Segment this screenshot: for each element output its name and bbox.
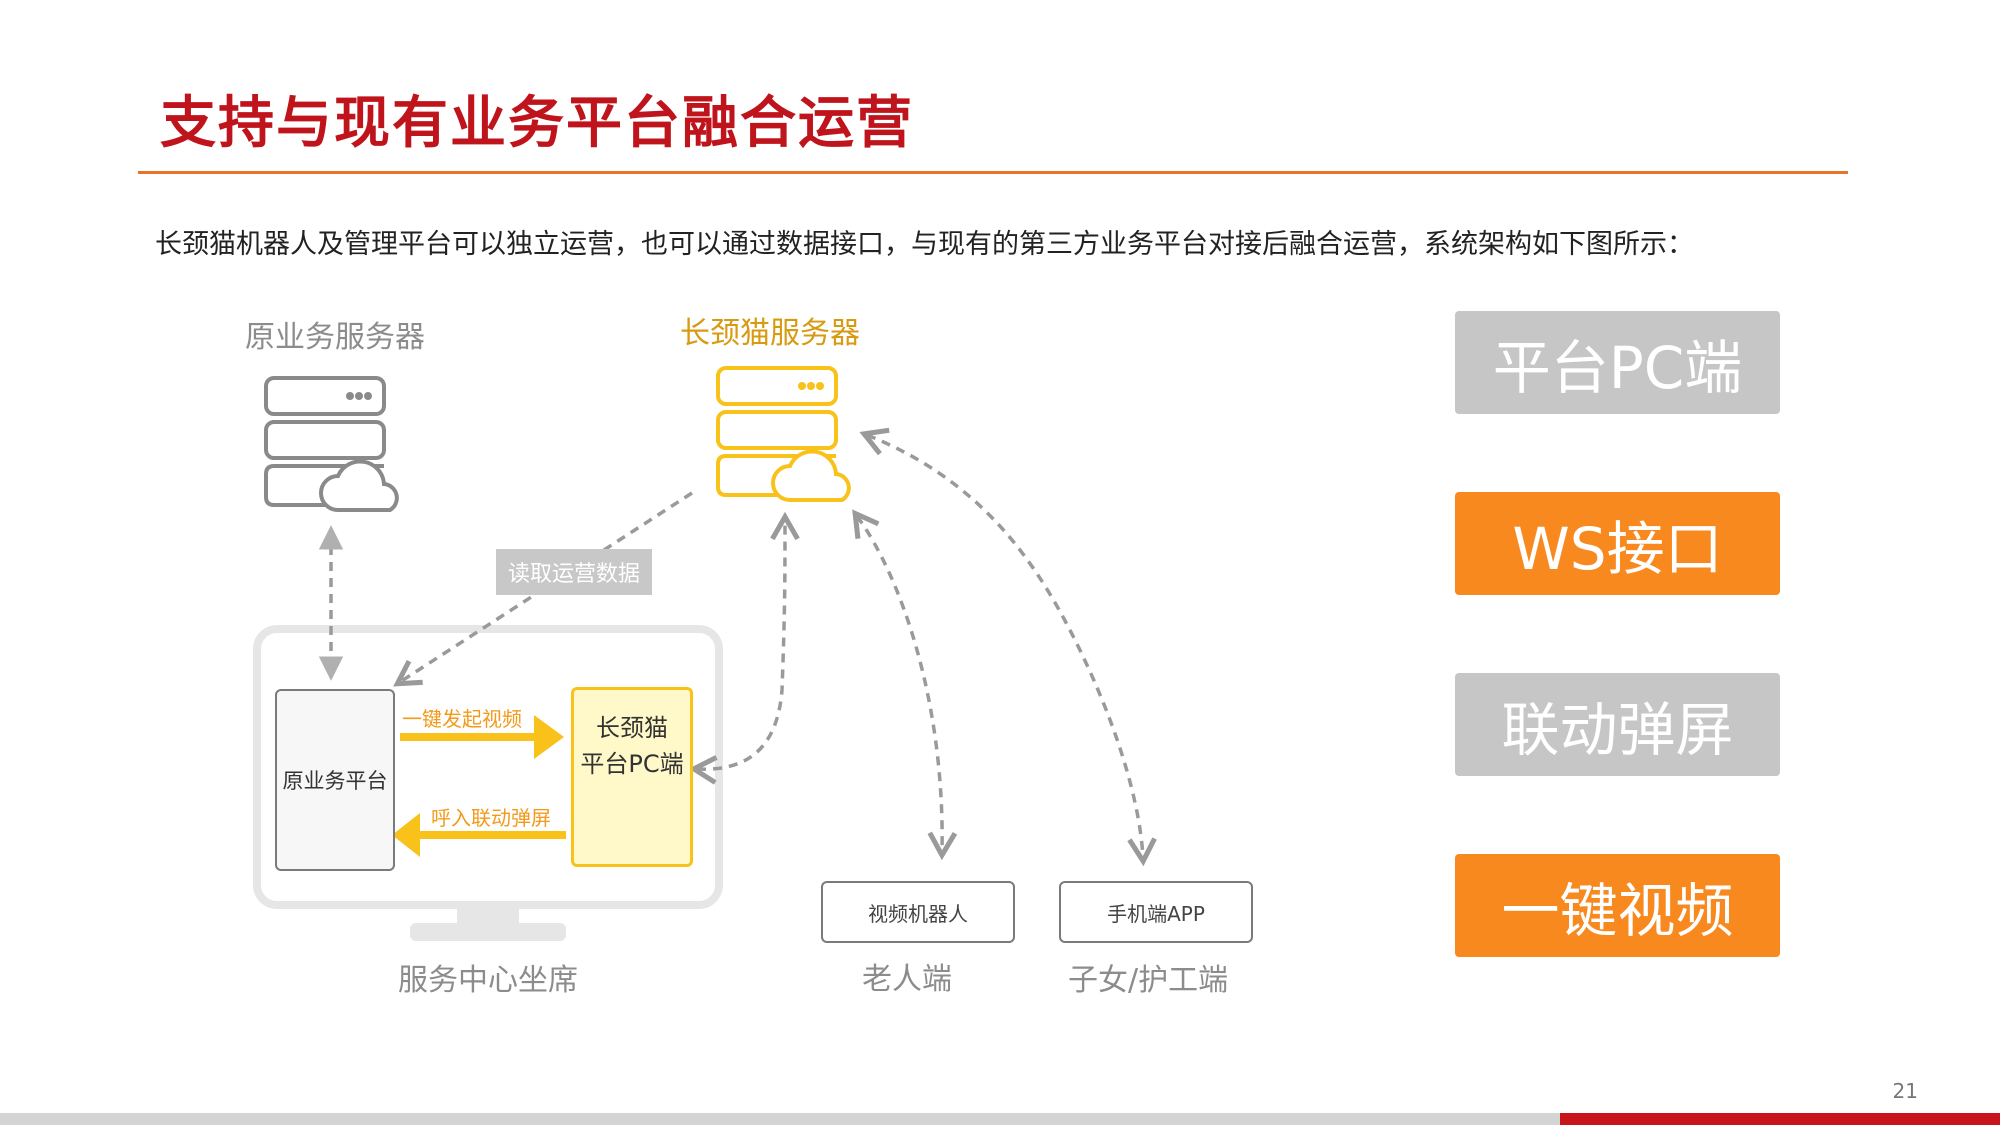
page-title: 支持与现有业务平台融合运营 [160,91,914,156]
cat-server-icon [716,366,851,502]
mobile-app-box: 手机端APP [1059,881,1253,943]
feature-video: 一键视频 [1455,854,1780,957]
cat-pc-line1: 长颈猫 [596,714,668,742]
page-number: 21 [1892,1079,1918,1103]
footer-bar-gray [0,1113,1565,1125]
cat-pc-box: 长颈猫 平台PC端 [571,687,693,867]
arrow-popup-label: 呼入联动弹屏 [431,806,551,830]
original-platform-label: 原业务平台 [282,769,388,793]
feature-popup: 联动弹屏 [1455,673,1780,776]
title-divider [138,171,1848,174]
cat-pc-line2: 平台PC端 [580,750,684,778]
mobile-app-label: 手机端APP [1107,901,1205,926]
original-server-icon [264,376,399,512]
cat-server-label: 长颈猫服务器 [680,316,860,351]
feature-pc: 平台PC端 [1455,311,1780,414]
service-center-label: 服务中心坐席 [398,963,578,998]
arrow-video [400,715,564,759]
family-label: 子女/护工端 [1068,963,1229,998]
elder-label: 老人端 [862,962,952,997]
video-robot-label: 视频机器人 [868,901,968,926]
read-data-tag: 读取运营数据 [496,549,653,595]
arrow-popup [392,813,566,857]
feature-ws: WS接口 [1455,492,1780,595]
original-server-label: 原业务服务器 [245,320,425,355]
original-platform-box: 原业务平台 [275,689,395,871]
video-robot-box: 视频机器人 [821,881,1015,943]
arrow-video-label: 一键发起视频 [402,707,522,731]
intro-text: 长颈猫机器人及管理平台可以独立运营，也可以通过数据接口，与现有的第三方业务平台对… [155,229,1694,260]
footer-bar-red [1560,1113,2000,1125]
